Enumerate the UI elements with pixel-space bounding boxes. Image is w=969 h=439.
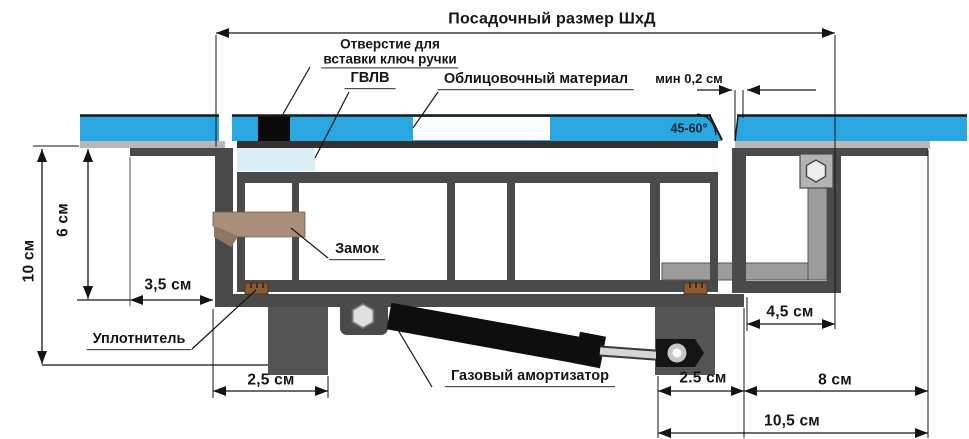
min-gap-label: мин 0,2 см <box>655 70 723 86</box>
dim-105cm-text: 10,5 см <box>764 412 820 430</box>
seal-label: Уплотнитель <box>86 331 192 350</box>
angle-arc <box>696 113 717 136</box>
leader-facing <box>412 91 439 129</box>
key-hole-label-line2: вставки ключ ручки <box>321 51 459 69</box>
leader-gvl <box>314 91 350 159</box>
dim-45cm-text: 4,5 см <box>766 303 814 321</box>
gas-strut-label: Газовый амортизатор <box>444 368 616 387</box>
dim-10cm-text: 10 см <box>20 239 38 283</box>
gvl-light-blue-section <box>237 148 315 171</box>
frame-bottom-plate <box>215 294 744 307</box>
diagram-title: Посадочный размер ШхД <box>448 10 656 28</box>
support-leg-left <box>268 307 328 375</box>
hinge-bolt-hex-icon <box>805 159 827 183</box>
ceiling-panel-left <box>80 116 219 141</box>
leader-lock <box>290 227 329 259</box>
ceiling-strip-right <box>735 141 930 149</box>
dim-8cm-text: 8 см <box>818 371 852 389</box>
door-sheet-strip <box>237 141 718 148</box>
ceiling-panel-right <box>735 116 967 141</box>
door-facing-insert <box>413 117 550 140</box>
door-compartment-2 <box>299 183 447 280</box>
lock-body-lower <box>214 226 238 247</box>
ceiling-strip-left <box>80 141 225 148</box>
frame-right-box-bottom <box>732 281 841 293</box>
leader-seal <box>191 289 257 350</box>
gas-strut <box>340 299 704 369</box>
gvl-label: ГВЛВ <box>344 70 396 89</box>
door-gvl-layer <box>237 148 718 172</box>
key-hole-label: Отверстие для вставки ключ ручки <box>321 36 459 69</box>
dimension-lines <box>33 28 929 438</box>
door-compartment-3 <box>455 183 507 280</box>
strut-collar <box>573 331 607 369</box>
dim-6cm-text: 6 см <box>54 203 72 237</box>
facing-material-label: Облицовочный материал <box>437 71 635 90</box>
dim-35cm-text: 3,5 см <box>144 276 192 294</box>
leader-gas-strut <box>397 329 433 388</box>
leader-key-hole <box>282 66 311 115</box>
strut-bracket-hex-icon <box>351 302 375 330</box>
seal-right <box>683 282 708 295</box>
dim-25cm-left-text: 2,5 см <box>247 371 295 389</box>
door-compartment-4 <box>515 183 650 280</box>
ceiling-step-left <box>130 148 231 156</box>
dim-25cm-right-text: 2.5 см <box>679 369 727 387</box>
hinge-arm-vertical <box>807 183 828 281</box>
angle-label: 45-60° <box>670 121 708 136</box>
strut-eyelet-hole <box>672 348 682 358</box>
strut-cylinder <box>386 302 580 364</box>
leader-lines <box>191 66 439 388</box>
key-handle-hole <box>258 116 290 141</box>
lock-label: Замок <box>329 241 385 260</box>
seal-left <box>244 282 269 295</box>
lock-body <box>212 211 306 238</box>
door-box-right-rail <box>710 172 718 292</box>
frame-right-box-left-wall <box>732 148 746 293</box>
key-hole-label-line1: Отверстие для <box>340 36 440 52</box>
door-facing-bevel-edge <box>709 115 723 141</box>
